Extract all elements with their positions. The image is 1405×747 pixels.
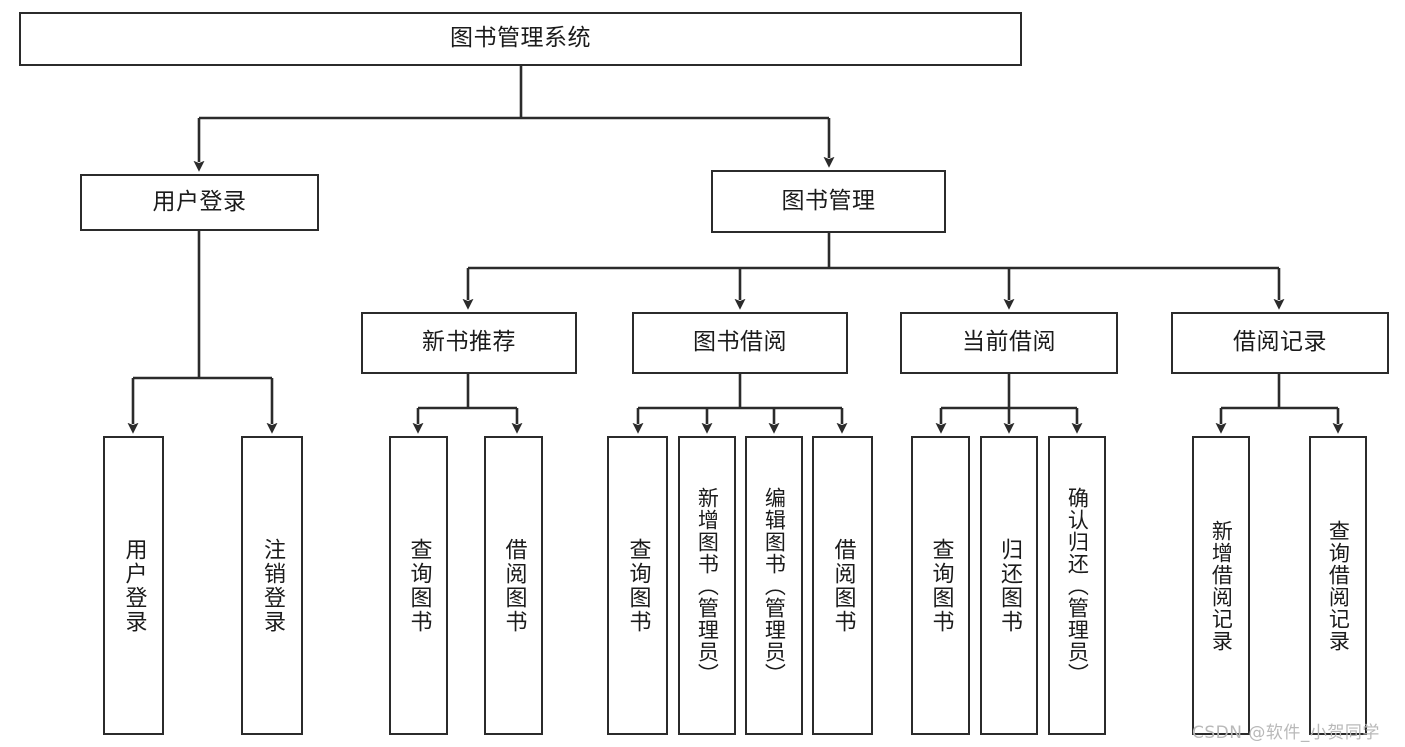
leaf-book-borrow-edit[interactable]: 编辑图书（管理员）: [745, 436, 803, 735]
leaf-user-login-login[interactable]: 用户登录: [103, 436, 164, 735]
node-user-login[interactable]: 用户登录: [80, 174, 319, 231]
leaf-current-borrow-return[interactable]: 归还图书: [980, 436, 1038, 735]
csdn-watermark: CSDN @软件_小贺同学: [1192, 723, 1380, 743]
node-label: 借阅记录: [1233, 329, 1327, 356]
node-label: 图书管理: [781, 187, 876, 214]
leaf-book-borrow-query[interactable]: 查询图书: [607, 436, 668, 735]
node-label: 查询借阅记录: [1326, 519, 1351, 652]
node-label: 图书借阅: [693, 329, 787, 356]
node-label: 确认归还（管理员）: [1065, 486, 1090, 685]
leaf-book-borrow-borrow[interactable]: 借阅图书: [812, 436, 873, 735]
node-label: 用户登录: [152, 188, 247, 215]
node-label: 查询图书: [406, 537, 432, 634]
node-label: 编辑图书（管理员）: [762, 486, 787, 685]
leaf-user-login-logout[interactable]: 注销登录: [241, 436, 303, 735]
node-root-system[interactable]: 图书管理系统: [19, 12, 1022, 66]
leaf-book-borrow-add[interactable]: 新增图书（管理员）: [678, 436, 736, 735]
node-label: 当前借阅: [962, 329, 1056, 356]
node-label: 用户登录: [121, 537, 147, 634]
node-borrow-record[interactable]: 借阅记录: [1171, 312, 1389, 374]
node-current-borrow[interactable]: 当前借阅: [900, 312, 1118, 374]
node-label: 归还图书: [996, 537, 1022, 634]
leaf-new-book-borrow[interactable]: 借阅图书: [484, 436, 543, 735]
node-label: 新增图书（管理员）: [695, 486, 720, 685]
node-label: 新书推荐: [422, 329, 516, 356]
node-new-book-recommend[interactable]: 新书推荐: [361, 312, 577, 374]
node-label: 注销登录: [259, 537, 285, 634]
leaf-new-book-query[interactable]: 查询图书: [389, 436, 448, 735]
node-book-management[interactable]: 图书管理: [711, 170, 946, 233]
leaf-borrow-record-add[interactable]: 新增借阅记录: [1192, 436, 1250, 735]
leaf-current-borrow-confirm-return[interactable]: 确认归还（管理员）: [1048, 436, 1106, 735]
node-label: 新增借阅记录: [1209, 519, 1234, 652]
node-label: 借阅图书: [501, 537, 527, 634]
node-label: 图书管理系统: [450, 25, 591, 52]
node-label: 查询图书: [625, 537, 651, 634]
leaf-current-borrow-query[interactable]: 查询图书: [911, 436, 970, 735]
node-label: 查询图书: [928, 537, 954, 634]
leaf-borrow-record-query[interactable]: 查询借阅记录: [1309, 436, 1367, 735]
node-book-borrow[interactable]: 图书借阅: [632, 312, 848, 374]
node-label: 借阅图书: [830, 537, 856, 634]
